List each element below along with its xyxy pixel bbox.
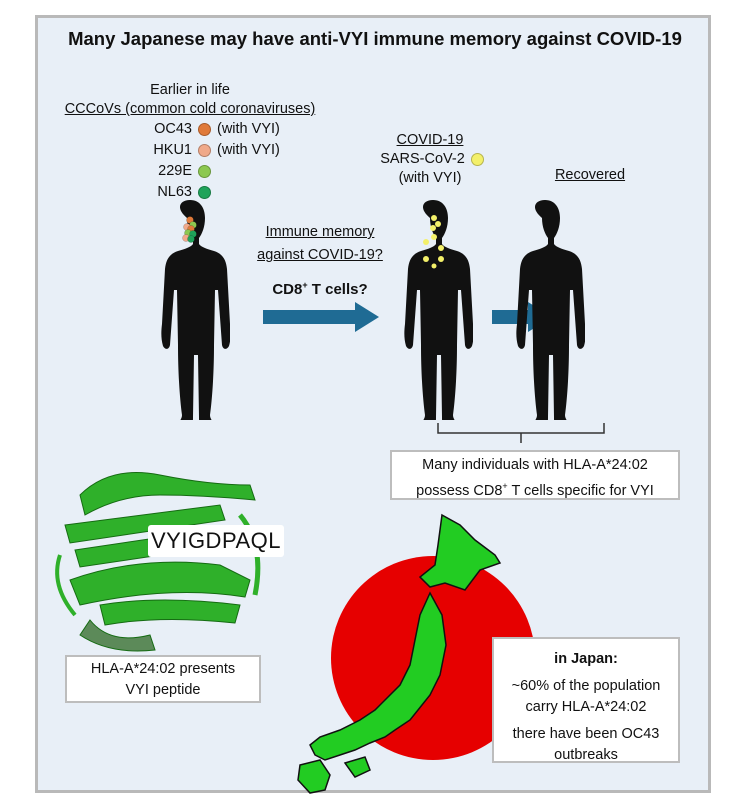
virus-legend-item: NL63 xyxy=(148,182,348,203)
229e-dot-icon xyxy=(198,164,211,178)
hla-presents-line2: VYI peptide xyxy=(125,682,201,698)
cd8-sup: + xyxy=(302,280,308,290)
earlier-in-life-heading: Earlier in life xyxy=(150,82,230,98)
sars-cov-2-label: SARS-CoV-2 xyxy=(360,149,510,169)
sars-cov-2-dot-icon xyxy=(470,152,484,166)
hku1-dot-icon xyxy=(198,143,211,157)
virus-note: (with VYI) xyxy=(217,121,280,137)
virus-note: (with VYI) xyxy=(217,142,280,158)
japan-fact-line: ~60% of the population xyxy=(511,678,661,694)
virus-name: NL63 xyxy=(157,184,192,200)
cd8-tcells-question: CD8+ T cells? xyxy=(240,275,400,300)
sars-cov-2-text: SARS-CoV-2 xyxy=(380,151,465,167)
japan-fact-line: there have been OC43 xyxy=(512,726,660,742)
possess-cd8-text: possess CD8 xyxy=(416,482,503,499)
oc43-dot-icon xyxy=(198,122,211,136)
specific-vyi-text: T cells specific for VYI xyxy=(507,482,654,499)
hla-presents-box: HLA-A*24:02 presents VYI peptide xyxy=(65,655,261,703)
hla-tcells-box: Many individuals with HLA-A*24:02 posses… xyxy=(390,450,680,500)
virus-legend-item: HKU1 (with VYI) xyxy=(148,140,348,161)
hla-presents-line1: HLA-A*24:02 presents xyxy=(90,661,236,677)
person-recovered-icon xyxy=(516,200,585,420)
in-japan-heading: in Japan: xyxy=(554,651,618,667)
covid19-heading: COVID-19 xyxy=(396,132,464,148)
virus-name: HKU1 xyxy=(153,142,192,158)
person-before-icon xyxy=(161,200,230,420)
against-covid-label: against COVID-19? xyxy=(257,247,383,263)
virus-legend: OC43 (with VYI) HKU1 (with VYI) 229E NL63 xyxy=(148,119,348,203)
recovered-heading: Recovered xyxy=(554,167,626,183)
arrow-right-icon xyxy=(263,302,379,332)
japan-map-illustration xyxy=(297,513,535,794)
with-vyi-note: (with VYI) xyxy=(398,170,462,186)
nl63-dot-icon xyxy=(198,185,211,199)
bracket-icon xyxy=(437,423,605,443)
virus-name: OC43 xyxy=(154,121,192,137)
diagram-title: Many Japanese may have anti-VYI immune m… xyxy=(68,28,682,49)
virus-legend-item: OC43 (with VYI) xyxy=(148,119,348,140)
japan-map-icon xyxy=(297,513,502,794)
hla-tcells-line2: possess CD8+ T cells specific for VYI xyxy=(392,476,678,502)
hla-tcells-line1: Many individuals with HLA-A*24:02 xyxy=(422,457,648,473)
japan-fact-line: outbreaks xyxy=(554,747,618,763)
peptide-label: VYIGDPAQL xyxy=(148,525,284,557)
in-japan-box: in Japan: ~60% of the population carry H… xyxy=(492,637,680,763)
immune-memory-label: Immune memory xyxy=(265,224,375,240)
person-infected-icon xyxy=(404,200,473,420)
cccov-heading: CCCoVs (common cold coronaviruses) xyxy=(64,101,316,117)
virus-name: 229E xyxy=(158,163,192,179)
cd8-text: CD8 xyxy=(272,281,303,298)
tcells-text: T cells? xyxy=(307,281,368,298)
virus-legend-item: 229E xyxy=(148,161,348,182)
japan-fact-line: carry HLA-A*24:02 xyxy=(525,699,647,715)
cd8-sup: + xyxy=(502,481,508,491)
